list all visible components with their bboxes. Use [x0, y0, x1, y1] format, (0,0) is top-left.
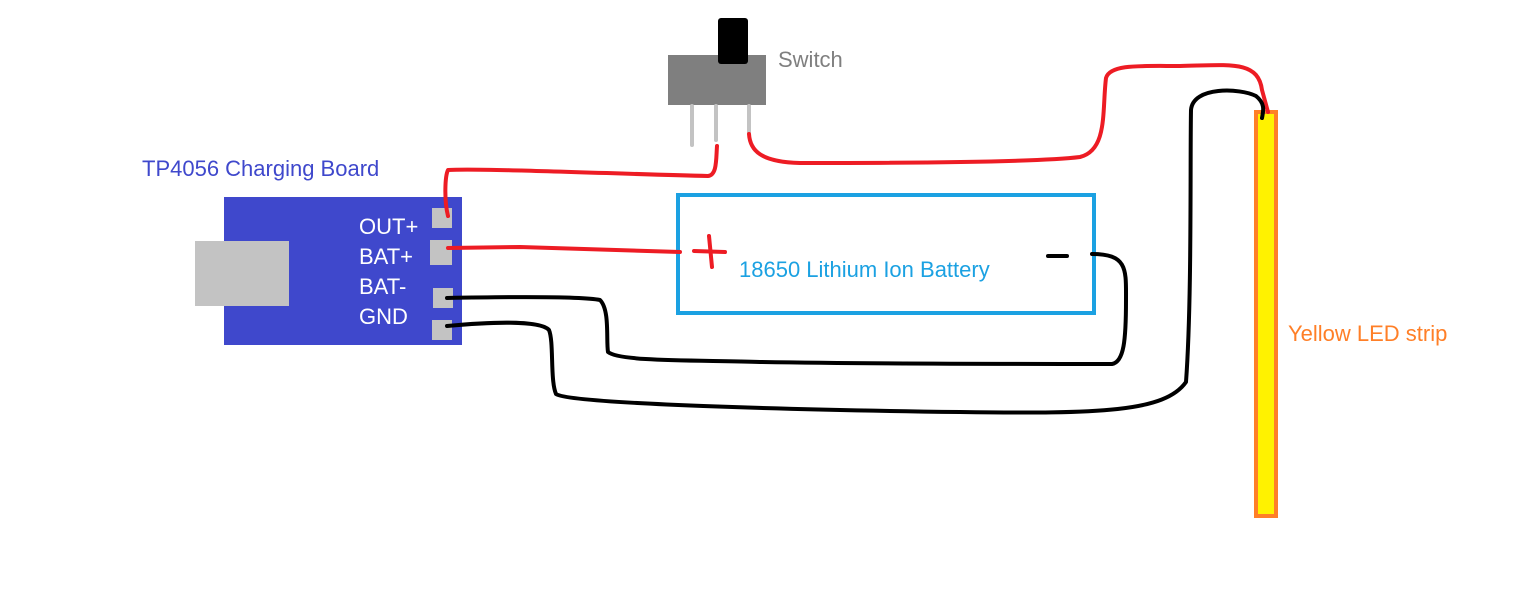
pin-label-bat-minus: BAT-	[359, 274, 406, 299]
pad-bat-plus	[430, 240, 452, 265]
pad-out-plus	[432, 208, 452, 228]
wire-out-plus-to-switch	[443, 144, 719, 218]
battery-plus-sign	[692, 234, 727, 269]
wire-bat-minus-to-battery	[445, 252, 1129, 366]
pad-bat-minus	[433, 288, 453, 308]
wire-switch-to-led	[747, 63, 1270, 165]
board-title: TP4056 Charging Board	[142, 156, 379, 181]
switch-body	[668, 55, 766, 105]
led-label: Yellow LED strip	[1288, 321, 1447, 346]
battery: 18650 Lithium Ion Battery	[676, 193, 1096, 315]
pin-label-bat-plus: BAT+	[359, 244, 413, 269]
pad-gnd	[432, 320, 452, 340]
pin-label-out-plus: OUT+	[359, 214, 418, 239]
wire-bat-plus-to-battery	[446, 245, 682, 254]
usb-port	[195, 241, 289, 306]
switch-label: Switch	[778, 47, 843, 72]
switch-knob	[718, 18, 748, 64]
battery-label: 18650 Lithium Ion Battery	[739, 257, 990, 282]
wire-gnd-to-led	[445, 88, 1266, 415]
led-strip	[1254, 110, 1278, 518]
slide-switch	[668, 18, 766, 147]
pin-label-gnd: GND	[359, 304, 408, 329]
tp4056-board: OUT+ BAT+ BAT- GND	[195, 197, 462, 345]
